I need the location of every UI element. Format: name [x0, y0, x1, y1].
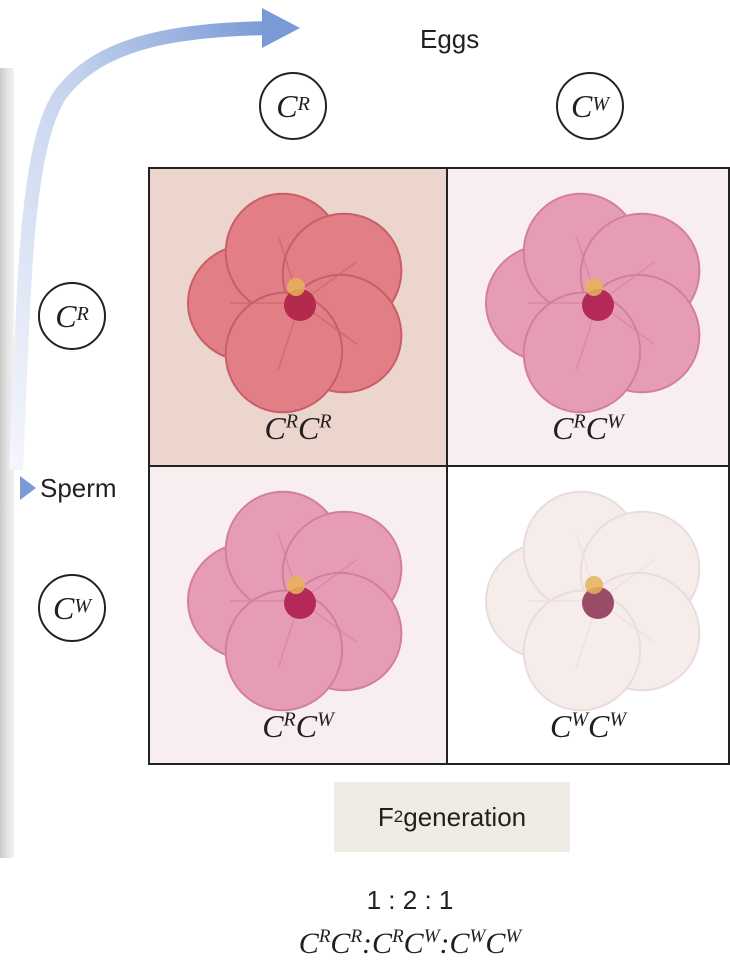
- red-flower-image: [180, 191, 420, 416]
- punnett-square: CRCR CRCW CRCW CWCW: [148, 167, 730, 765]
- genotype-label: CRCR: [150, 410, 446, 447]
- pink-flower-image: [180, 489, 420, 714]
- sperm-arrow-icon: [20, 476, 36, 500]
- flower-stamen: [287, 576, 305, 594]
- cell-crcr: CRCR: [148, 167, 448, 467]
- sperm-label: Sperm: [40, 473, 117, 504]
- genotype-label: CRCW: [150, 708, 446, 745]
- flower-stamen: [287, 278, 305, 296]
- cell-cwcw: CWCW: [446, 465, 730, 765]
- cell-crcw-top: CRCW: [446, 167, 730, 467]
- ratio-numbers: 1 : 2 : 1: [90, 885, 730, 916]
- genotype-label: CRCW: [448, 410, 728, 447]
- ratio-genotypes: CRCR:CRCW:CWCW: [90, 926, 730, 961]
- arrow-head-icon: [262, 8, 300, 48]
- flower-stamen: [585, 278, 603, 296]
- pink-flower-image: [478, 191, 718, 416]
- genotype-label: CWCW: [448, 708, 728, 745]
- eggs-label: Eggs: [420, 24, 479, 55]
- flower-stamen: [585, 576, 603, 594]
- white-flower-image: [478, 489, 718, 714]
- cell-crcw-bottom: CRCW: [148, 465, 448, 765]
